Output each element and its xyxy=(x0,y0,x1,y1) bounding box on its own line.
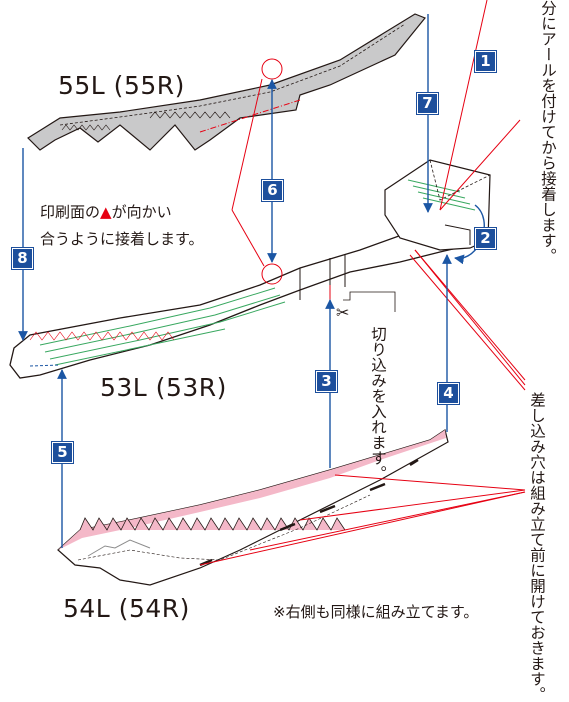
part-label-53: 53L (53R) xyxy=(100,373,227,402)
print-face-note-line1: 印刷面の▲が向かい xyxy=(40,200,172,224)
triangle-icon: ▲ xyxy=(100,203,112,221)
footer-note: ※右側も同様に組み立てます。 xyxy=(273,603,479,621)
step-badge-5: 5 xyxy=(51,441,74,464)
step-badge-3: 3 xyxy=(315,370,338,393)
part-label-54: 54L (54R) xyxy=(63,594,190,623)
cut-in-note: 切り込みを入れます。 xyxy=(369,326,387,481)
open-holes-note: 差し込み穴は組み立て前に開けておきます。 xyxy=(528,392,546,702)
step-badge-4: 4 xyxy=(437,382,460,405)
step-badge-7: 7 xyxy=(416,92,439,115)
cut-callout-line xyxy=(343,291,396,312)
step-badge-6: 6 xyxy=(261,179,284,202)
part-label-55: 55L (55R) xyxy=(58,71,185,100)
assembly-diagram: ✂ 55L (55R) 53L (53R) 54L (54R) 印刷面の▲が向か… xyxy=(9,0,557,702)
print-face-text-a: 印刷面の xyxy=(40,203,101,221)
scissors-icon: ✂ xyxy=(336,303,349,322)
part-55-shape xyxy=(27,13,426,151)
step-badge-1: 1 xyxy=(474,50,497,73)
part-54-shape xyxy=(57,429,449,586)
print-face-text-b: が向かい xyxy=(111,203,172,221)
step-badge-2: 2 xyxy=(474,227,497,250)
part-53-shape xyxy=(9,229,471,379)
diagram-artwork: ✂ xyxy=(9,0,526,586)
print-face-note-line2: 合うように接着します。 xyxy=(40,230,204,248)
step-badge-8: 8 xyxy=(11,247,34,270)
red-callout-lines xyxy=(199,0,526,566)
glue-after-r-note: 分にアールを付けてから接着します。 xyxy=(539,0,557,264)
